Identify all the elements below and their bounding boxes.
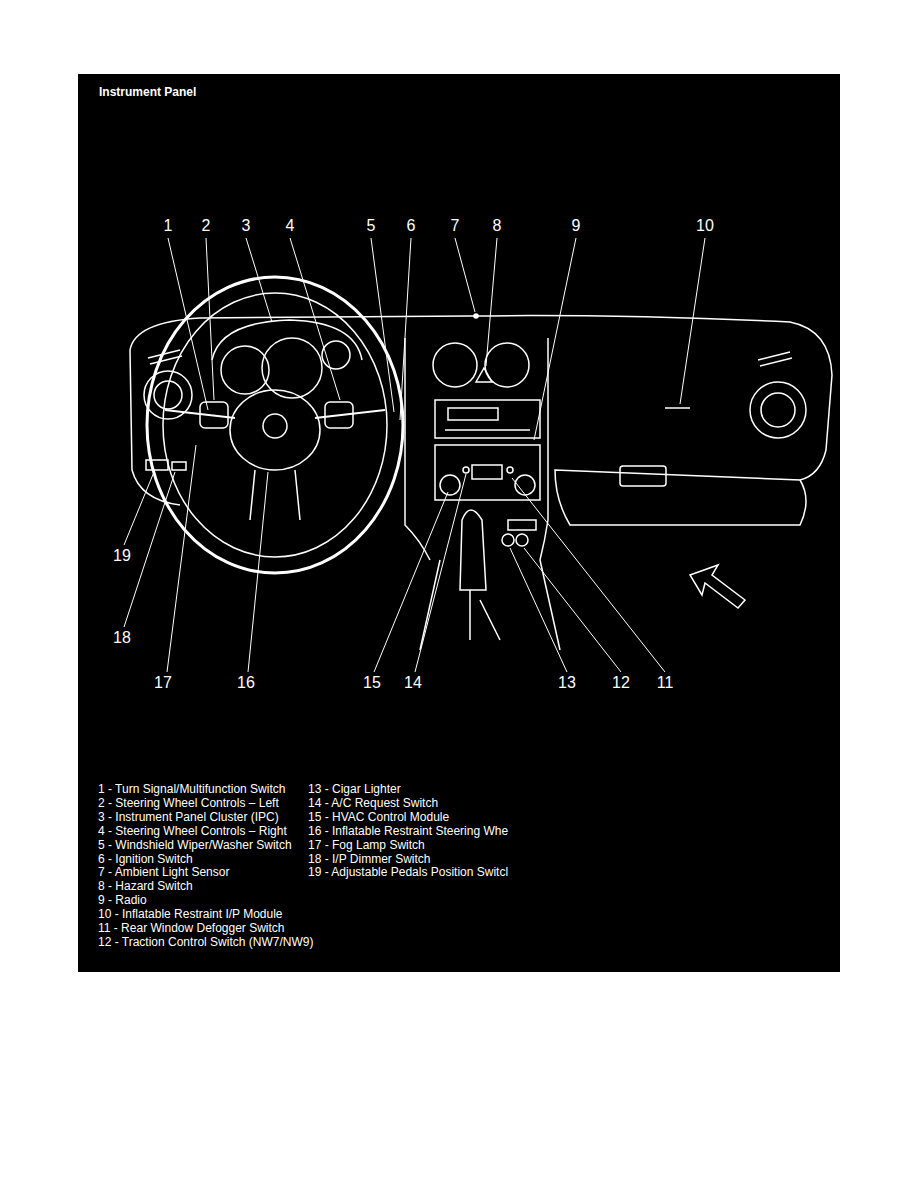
- button: [463, 467, 469, 473]
- airbag-seam: [665, 407, 690, 409]
- legend-key-text: 5 - Windshield Wiper/Washer Switch: [98, 839, 292, 852]
- legend-key-text: 13 - Cigar Lighter: [308, 783, 401, 796]
- legend-key-text: 11 - Rear Window Defogger Switch: [98, 922, 285, 935]
- gauge: [433, 343, 477, 387]
- radio: [435, 400, 540, 438]
- callout-number: 18: [113, 629, 131, 647]
- hvac-panel: [435, 445, 540, 500]
- legend-key-text: 2 - Steering Wheel Controls – Left: [98, 797, 279, 810]
- radio-buttons: [445, 429, 530, 431]
- legend-key-text: 1 - Turn Signal/Multifunction Switch: [98, 783, 285, 796]
- radio-display: [448, 408, 498, 420]
- air-vent: [758, 352, 792, 366]
- legend-key-text: 6 - Ignition Switch: [98, 853, 193, 866]
- callout-number: 1: [164, 217, 173, 235]
- legend-key-text: 12 - Traction Control Switch (NW7/NW9): [98, 936, 313, 949]
- ambient-sensor: [474, 314, 478, 318]
- dash-outline: [540, 338, 548, 560]
- switch: [146, 460, 168, 470]
- gauge: [262, 338, 322, 398]
- callout-number: 6: [407, 217, 416, 235]
- legend-key-text: 10 - Inflatable Restraint I/P Module: [98, 908, 283, 921]
- callout-number: 8: [493, 217, 502, 235]
- callout-number: 5: [367, 217, 376, 235]
- dash-outline: [130, 316, 832, 480]
- cigar-lighter: [502, 534, 514, 546]
- callout-number: 12: [612, 674, 630, 692]
- steering-wheel: [163, 293, 387, 557]
- air-vent: [750, 382, 806, 438]
- console: [420, 560, 560, 650]
- callout-number: 2: [202, 217, 211, 235]
- wheel-controls: [325, 402, 353, 428]
- legend-key-text: 15 - HVAC Control Module: [308, 811, 449, 824]
- legend-key-text: 17 - Fog Lamp Switch: [308, 839, 425, 852]
- view-arrow: [690, 565, 745, 608]
- callout-number: 16: [237, 674, 255, 692]
- callout-number: 17: [154, 674, 172, 692]
- callout-number: 4: [286, 217, 295, 235]
- callout-number: 3: [242, 217, 251, 235]
- button: [507, 467, 513, 473]
- hazard-switch: [476, 368, 492, 382]
- shift-lever: [460, 510, 486, 590]
- legend-key-text: 16 - Inflatable Restraint Steering Whe: [308, 825, 508, 838]
- traction-switch: [516, 534, 528, 546]
- hvac-knob: [440, 475, 460, 495]
- legend-key-text: 19 - Adjustable Pedals Position Switcl: [308, 866, 508, 879]
- switch: [172, 462, 186, 470]
- callout-number: 15: [363, 674, 381, 692]
- glove-box: [555, 470, 806, 525]
- hvac-display: [472, 465, 502, 479]
- diagram-title: Instrument Panel: [99, 86, 196, 99]
- wheel-controls: [200, 402, 228, 428]
- legend-key-text: 7 - Ambient Light Sensor: [98, 866, 229, 879]
- cluster-hood: [212, 320, 362, 360]
- air-vent: [761, 393, 795, 427]
- callout-number: 7: [451, 217, 460, 235]
- leader-lines: [124, 238, 705, 672]
- airbag-hub: [230, 390, 320, 470]
- emblem: [263, 414, 287, 438]
- callout-number: 19: [113, 547, 131, 565]
- legend-key-text: 18 - I/P Dimmer Switch: [308, 853, 430, 866]
- legend-key-text: 14 - A/C Request Switch: [308, 797, 438, 810]
- legend-key-text: 3 - Instrument Panel Cluster (IPC): [98, 811, 279, 824]
- legend-key-text: 8 - Hazard Switch: [98, 880, 193, 893]
- callout-number: 13: [558, 674, 576, 692]
- glove-box-handle: [620, 466, 666, 486]
- switch: [508, 520, 536, 530]
- shift-gate: [470, 590, 500, 640]
- dash-outline: [405, 338, 430, 560]
- callout-number: 10: [696, 217, 714, 235]
- legend-key-text: 4 - Steering Wheel Controls – Right: [98, 825, 287, 838]
- legend-key-text: 9 - Radio: [98, 894, 147, 907]
- steering-column: [250, 470, 300, 520]
- callout-number: 9: [572, 217, 581, 235]
- callout-number: 11: [657, 674, 674, 692]
- callout-number: 14: [404, 674, 422, 692]
